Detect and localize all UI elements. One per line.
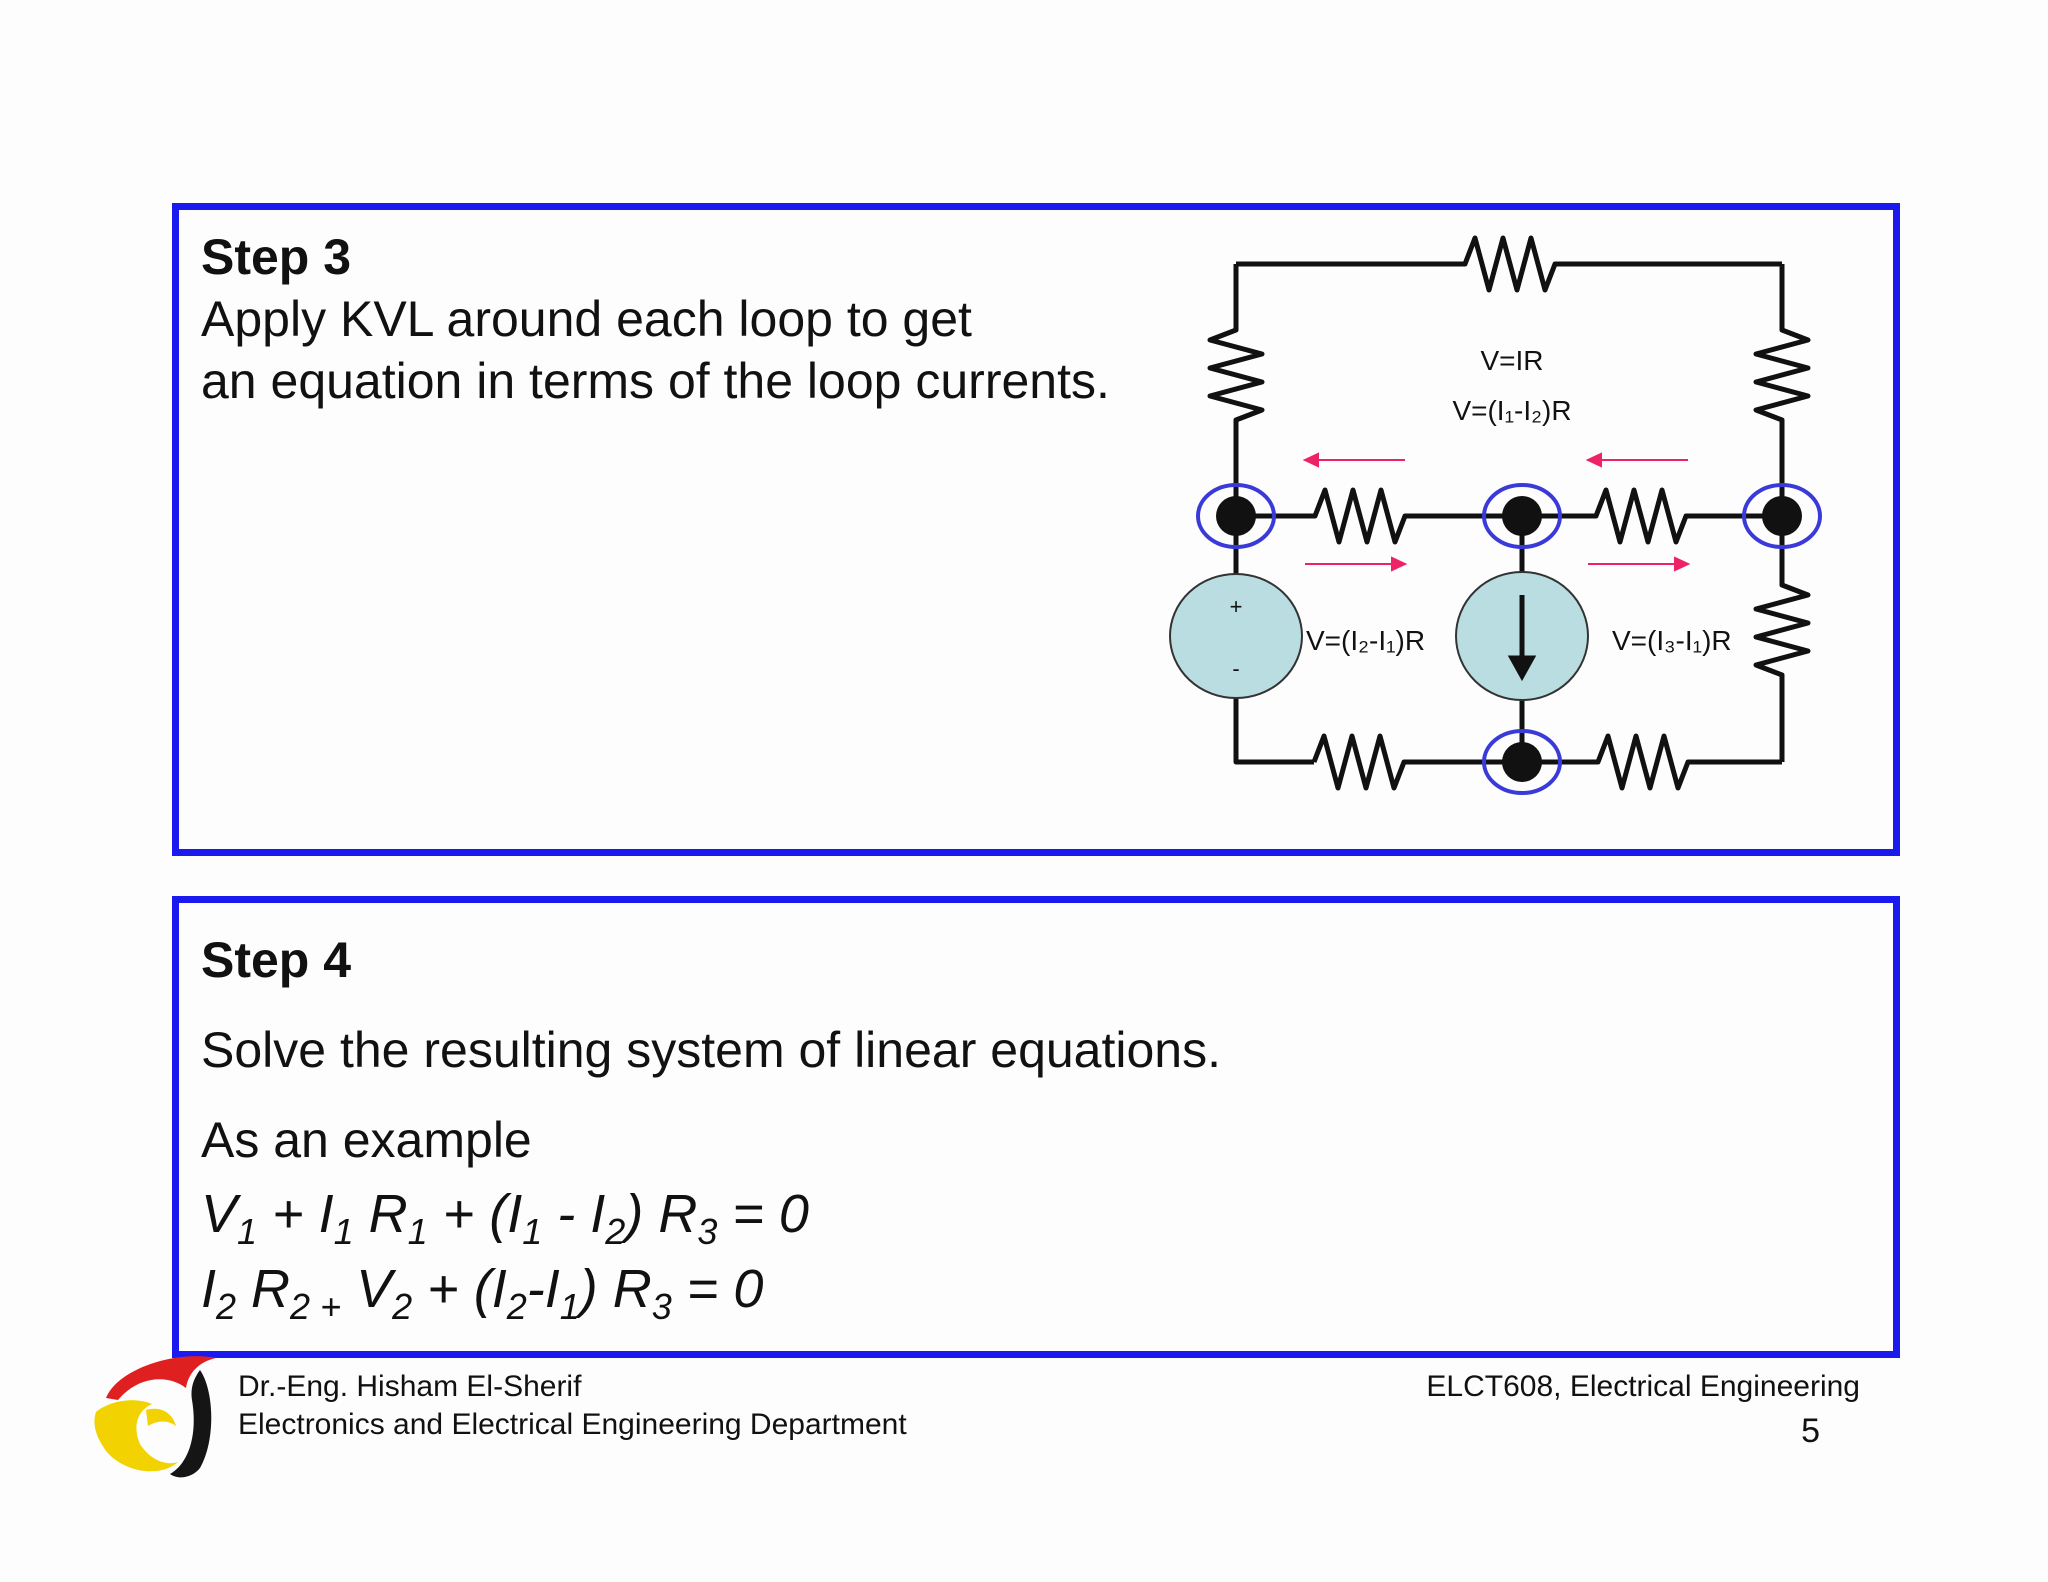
node-dot-middle: [1502, 496, 1542, 536]
node-dot-right: [1762, 496, 1802, 536]
middle-right-resistor: [1522, 487, 1782, 545]
step4-box: Step 4 Solve the resulting system of lin…: [172, 896, 1900, 1358]
step3-line2: an equation in terms of the loop current…: [201, 353, 1110, 409]
left-upper-resistor: [1207, 264, 1265, 516]
footer-department: Electronics and Electrical Engineering D…: [238, 1408, 907, 1441]
node-dot-bottom: [1502, 742, 1542, 782]
page-number: 5: [1801, 1412, 1820, 1450]
node-ring-left: [1196, 483, 1276, 549]
step4-title: Step 4: [201, 932, 352, 988]
step4-line1: Solve the resulting system of linear equ…: [201, 1022, 1221, 1078]
voltage-source: [1169, 573, 1303, 699]
source-plus: +: [1230, 594, 1243, 619]
label-v-i2-i1: V=(I₂-I₁)R: [1306, 625, 1425, 656]
source-minus: -: [1232, 656, 1239, 681]
node-ring-middle: [1482, 483, 1562, 549]
circuit-diagram: + - V=IR V=(I₁-I₂)R V=(I₂-I₁)R V=(I₃-I₁)…: [1169, 235, 1822, 795]
right-upper-resistor: [1753, 264, 1811, 516]
step3-line1: Apply KVL around each loop to get: [201, 291, 972, 347]
equation-2: I2 R2 + V2 + (I2-I1) R3 = 0: [201, 1259, 764, 1327]
node-dot-left: [1216, 496, 1256, 536]
label-v-ir: V=IR: [1480, 345, 1543, 376]
current-source-arrow: [1507, 595, 1537, 682]
step4-line2: As an example: [201, 1112, 532, 1168]
right-lower-resistor: [1753, 516, 1811, 762]
footer-course: ELCT608, Electrical Engineering: [1426, 1370, 1860, 1403]
footer-author: Dr.-Eng. Hisham El-Sherif: [238, 1370, 582, 1403]
label-v-i1-i2: V=(I₁-I₂)R: [1452, 395, 1571, 426]
node-ring-right: [1742, 483, 1822, 549]
middle-left-resistor: [1236, 487, 1522, 545]
bottom-left-resistor: [1311, 733, 1522, 791]
step3-title: Step 3: [201, 229, 352, 285]
step3-box: Step 3 Apply KVL around each loop to get…: [172, 203, 1900, 856]
equation-1: V1 + I1 R1 + (I1 - I2) R3 = 0: [201, 1184, 809, 1252]
node-ring-bottom: [1482, 729, 1562, 795]
bottom-right-resistor: [1522, 733, 1782, 791]
university-logo: [94, 1356, 216, 1478]
label-v-i3-i1: V=(I₃-I₁)R: [1612, 625, 1732, 656]
top-resistor: [1236, 235, 1782, 293]
